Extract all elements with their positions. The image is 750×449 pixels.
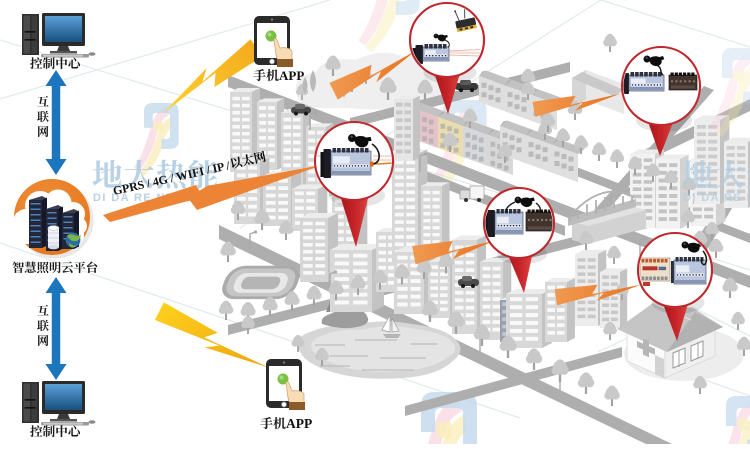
svg-text:APP: APP bbox=[286, 416, 312, 431]
svg-text:DI DA RE NENG: DI DA RE NENG bbox=[683, 192, 750, 204]
svg-text:APP: APP bbox=[279, 68, 304, 83]
